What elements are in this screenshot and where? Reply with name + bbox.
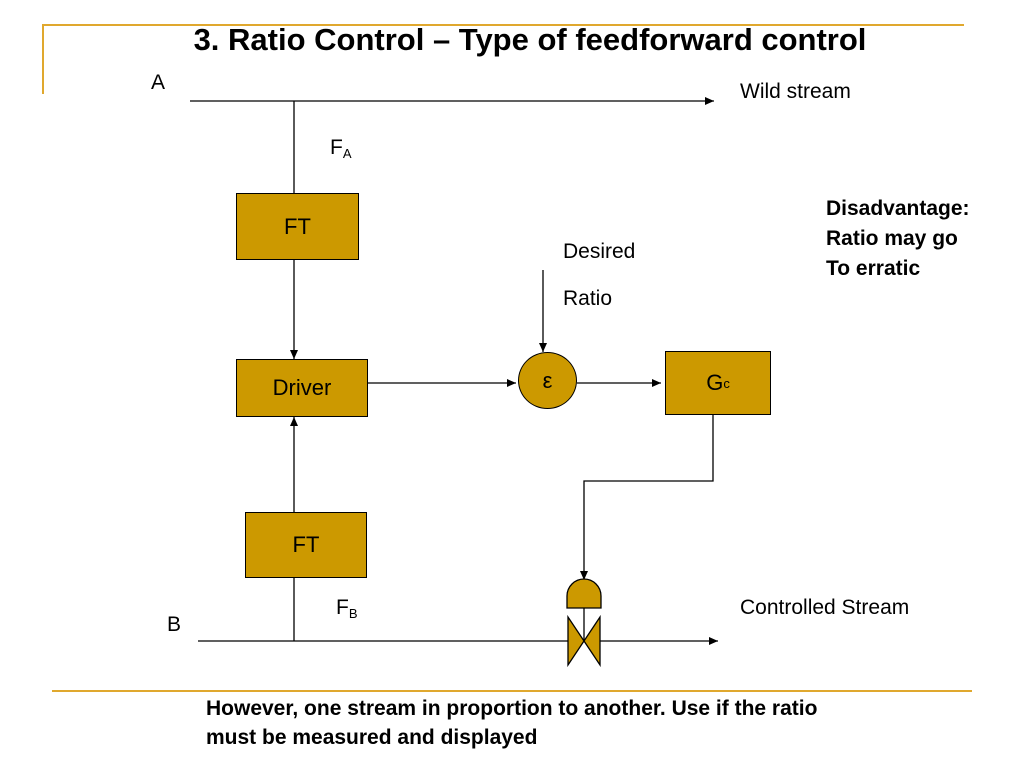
- driver-block: Driver: [236, 359, 368, 417]
- wild-stream-label: Wild stream: [740, 80, 851, 103]
- fa-label: FA: [330, 136, 352, 161]
- ratio-label: Ratio: [563, 287, 613, 310]
- flow-transmitter-bottom: FT: [245, 512, 367, 578]
- valve-body-right: [583, 614, 601, 668]
- stream-b-label: B: [167, 613, 182, 636]
- summing-junction: ε: [518, 352, 577, 409]
- valve-body-left: [567, 614, 585, 668]
- footer-text: However, one stream in proportion to ano…: [206, 694, 976, 752]
- stream-a-label: A: [151, 71, 166, 94]
- slide-title: 3. Ratio Control – Type of feedforward c…: [193, 22, 867, 57]
- frame-top-line: [42, 24, 964, 26]
- note-line-3: To erratic: [826, 257, 921, 280]
- controlled-stream-label: Controlled Stream: [740, 596, 910, 619]
- frame-left-line: [42, 24, 44, 94]
- footer-line-2: must be measured and displayed: [206, 726, 538, 749]
- disadvantage-note: Disadvantage: Ratio may go To erratic: [826, 194, 970, 284]
- flow-transmitter-top: FT: [236, 193, 359, 260]
- note-line-2: Ratio may go: [826, 227, 958, 250]
- fb-label: FB: [336, 596, 358, 621]
- note-line-1: Disadvantage:: [826, 197, 970, 220]
- desired-label: Desired: [563, 240, 636, 263]
- footer-line-1: However, one stream in proportion to ano…: [206, 697, 818, 720]
- valve-actuator: [566, 578, 602, 609]
- controller-to-valve-line: [580, 415, 714, 580]
- footer-divider: [52, 690, 972, 692]
